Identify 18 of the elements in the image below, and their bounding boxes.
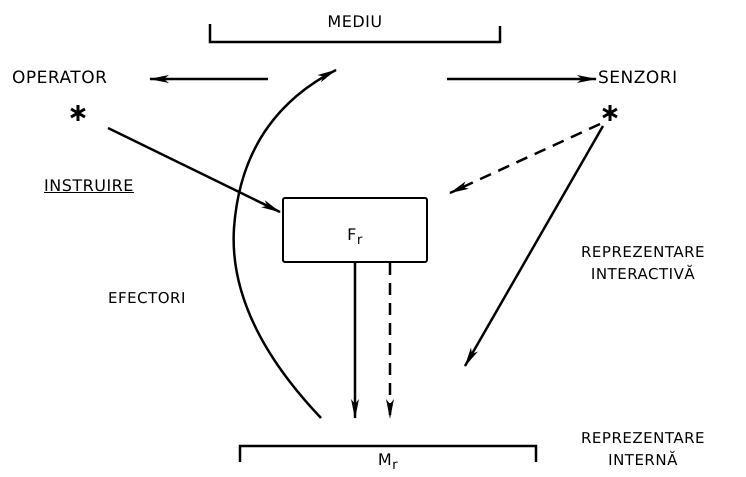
node-label: F$_{r}$ — [346, 225, 364, 248]
edge-label: REPREZENTARE INTERACTIVĂ — [580, 242, 706, 285]
arrow — [386, 263, 394, 419]
arrow — [447, 75, 597, 83]
node-label: MEDIU — [326, 12, 384, 31]
arrow — [149, 75, 268, 83]
arrow — [232, 68, 337, 419]
node-label: M$_{r}$ — [376, 450, 400, 474]
edge-label: INSTRUIRE — [44, 175, 134, 197]
node-label: SENZORI — [598, 68, 678, 88]
arrow — [449, 122, 601, 194]
node-label: OPERATOR — [12, 68, 108, 88]
arrow — [351, 263, 359, 419]
node-caption: REPREZENTARE INTERNĂ — [580, 428, 706, 471]
arrow — [107, 126, 281, 214]
arrow — [464, 125, 604, 367]
process-box — [282, 197, 428, 263]
edge-label: EFECTORI — [108, 288, 186, 309]
